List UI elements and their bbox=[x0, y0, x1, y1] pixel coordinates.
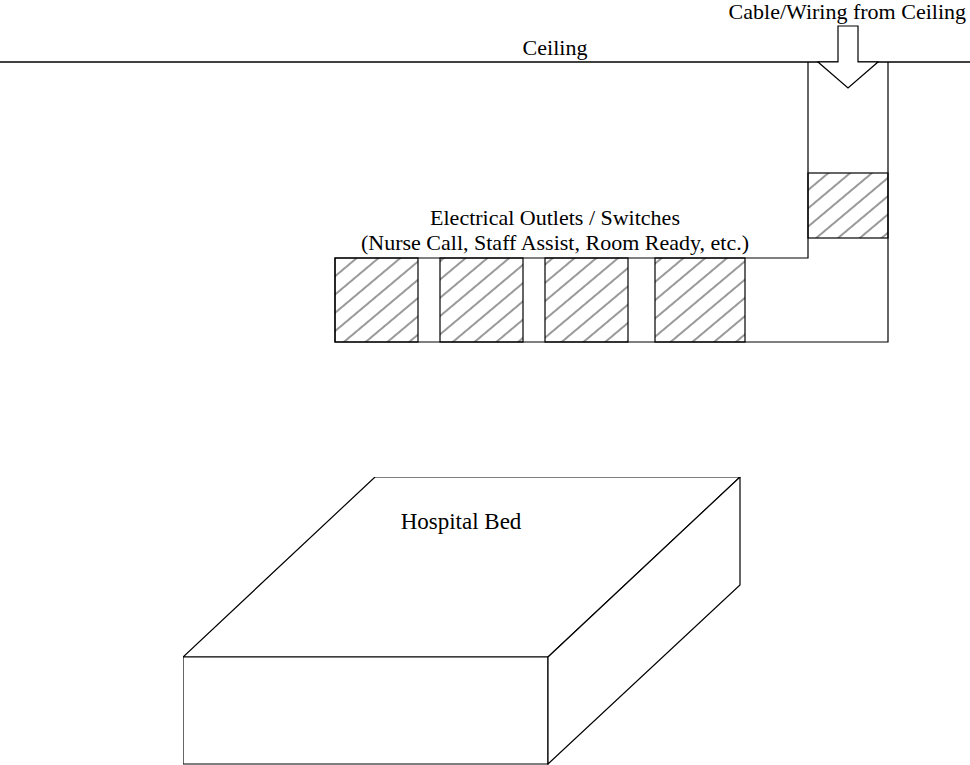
cable-arrow bbox=[818, 26, 878, 88]
ceiling-label: Ceiling bbox=[523, 36, 588, 60]
hospital-bed: Hospital Bed bbox=[183, 477, 741, 765]
outlet-raceway bbox=[335, 62, 888, 342]
bed-label: Hospital Bed bbox=[401, 509, 522, 535]
cable-label: Cable/Wiring from Ceiling bbox=[729, 0, 966, 24]
outlet-label: (Nurse Call, Staff Assist, Room Ready, e… bbox=[361, 231, 749, 255]
outlet-switch bbox=[335, 173, 888, 342]
outlet-label: Electrical Outlets / Switches bbox=[430, 206, 680, 230]
